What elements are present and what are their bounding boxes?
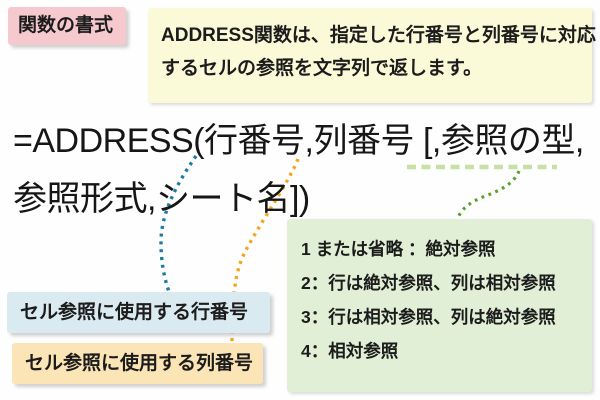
ref-type-option-2: 2：行は絶対参照、列は相対参照 [301, 273, 556, 293]
column-number-callout: セル参照に使用する列番号 [12, 343, 263, 384]
formula-line-1: =ADDRESS(行番号,列番号 [,参照の型, [13, 122, 584, 160]
row-number-callout-label: セル参照に使用する行番号 [20, 302, 249, 323]
syntax-tag-label: 関数の書式 [18, 15, 114, 36]
formula-line-2: 参照形式,シート名]) [13, 180, 310, 218]
description-line-2: するセルの参照を文字列で返します。 [161, 58, 483, 79]
syntax-tag: 関数の書式 [8, 7, 126, 45]
ref-type-option-3: 3：行は相対参照、列は絶対参照 [301, 307, 556, 327]
function-description-box: ADDRESS関数は、指定した行番号と列番号に対応 するセルの参照を文字列で返し… [148, 8, 596, 103]
row-number-callout: セル参照に使用する行番号 [7, 292, 270, 333]
ref-type-connector-line [456, 170, 521, 219]
row-number-connector-line [159, 155, 198, 293]
ref-type-option-1: 1 または省略 ：絶対参照 [301, 239, 496, 259]
column-number-callout-label: セル参照に使用する列番号 [25, 353, 254, 374]
formula-text: =ADDRESS(行番号,列番号 [,参照の型, 参照形式,シート名]) [13, 112, 584, 228]
description-line-1: ADDRESS関数は、指定した行番号と列番号に対応 [161, 25, 596, 46]
ref-type-option-4: 4：相対参照 [301, 341, 399, 361]
ref-type-options-box: 1 または省略 ：絶対参照 2：行は絶対参照、列は相対参照 3：行は相対参照、列… [287, 219, 592, 392]
